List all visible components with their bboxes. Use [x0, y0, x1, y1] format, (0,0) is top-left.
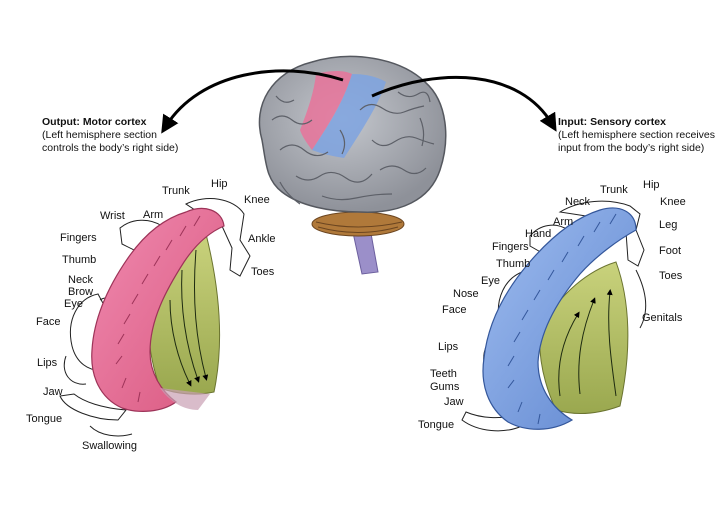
- sensory-label-hand: Hand: [525, 228, 552, 240]
- sensory-label-teeth: Teeth: [430, 368, 457, 380]
- sensory-caption-title: Input: Sensory cortex: [558, 116, 666, 128]
- motor-cortex-strip: [300, 71, 352, 150]
- motor-label-thumb: Thumb: [62, 254, 97, 266]
- sensory-label-eye: Eye: [481, 275, 500, 287]
- motor-label-face: Face: [36, 316, 61, 328]
- motor-gyrus: [91, 207, 225, 412]
- motor-label-wrist: Wrist: [100, 210, 125, 222]
- sensory-label-genitals: Genitals: [642, 312, 683, 324]
- sensory-cortex-section: [461, 200, 647, 432]
- sensory-label-face: Face: [442, 304, 467, 316]
- motor-label-lips: Lips: [37, 357, 58, 369]
- sensory-fibers: [558, 289, 617, 397]
- sensory-label-jaw: Jaw: [444, 396, 464, 408]
- motor-caption-line1: (Left hemisphere section: [42, 129, 157, 141]
- motor-label-knee: Knee: [244, 194, 270, 206]
- sensory-label-arm: Arm: [553, 216, 574, 228]
- motor-label-arm: Arm: [143, 209, 164, 221]
- motor-label-tongue: Tongue: [26, 413, 63, 425]
- motor-label-fingers: Fingers: [60, 232, 97, 244]
- motor-label-swallowing: Swallowing: [82, 440, 138, 452]
- sensory-label-nose: Nose: [453, 288, 479, 300]
- motor-label-hip: Hip: [211, 178, 228, 190]
- sensory-label-leg: Leg: [659, 219, 678, 231]
- sensory-label-fingers: Fingers: [492, 241, 529, 253]
- motor-label-brow: Brow: [68, 286, 94, 298]
- arrow-to-sensory: [371, 75, 557, 132]
- sensory-caption: Input: Sensory cortex (Left hemisphere s…: [558, 116, 715, 155]
- sensory-label-thumb: Thumb: [496, 258, 531, 270]
- sensory-label-knee: Knee: [660, 196, 686, 208]
- motor-label-trunk: Trunk: [162, 185, 190, 197]
- motor-label-ankle: Ankle: [248, 233, 276, 245]
- motor-caption-title: Output: Motor cortex: [42, 116, 147, 128]
- sensory-label-toes: Toes: [659, 270, 683, 282]
- sensory-label-neck: Neck: [565, 196, 591, 208]
- motor-fibers: [169, 249, 209, 387]
- motor-caption: Output: Motor cortex (Left hemisphere se…: [42, 116, 178, 155]
- motor-label-toes: Toes: [251, 266, 275, 278]
- sensory-label-lips: Lips: [438, 341, 459, 353]
- motor-caption-line2: controls the body’s right side): [42, 142, 179, 154]
- motor-label-eye: Eye: [64, 298, 83, 310]
- sensory-cortex-strip: [312, 74, 386, 158]
- brain-illustration: [258, 55, 447, 275]
- sensory-caption-line2: input from the body’s right side): [558, 142, 705, 154]
- sensory-white-matter: [539, 261, 629, 414]
- motor-cortex-section: [59, 198, 251, 437]
- sensory-label-trunk: Trunk: [600, 184, 628, 196]
- sensory-label-tongue: Tongue: [418, 419, 455, 431]
- sensory-label-hip: Hip: [643, 179, 660, 191]
- sensory-label-gums: Gums: [430, 381, 460, 393]
- sensory-label-foot: Foot: [659, 245, 682, 257]
- sensory-gyrus: [482, 207, 637, 430]
- arrow-to-motor: [161, 69, 344, 134]
- gyri-lines: [271, 91, 435, 205]
- sensory-caption-line1: (Left hemisphere section receives: [558, 129, 715, 141]
- motor-label-jaw: Jaw: [43, 386, 63, 398]
- motor-label-neck: Neck: [68, 274, 94, 286]
